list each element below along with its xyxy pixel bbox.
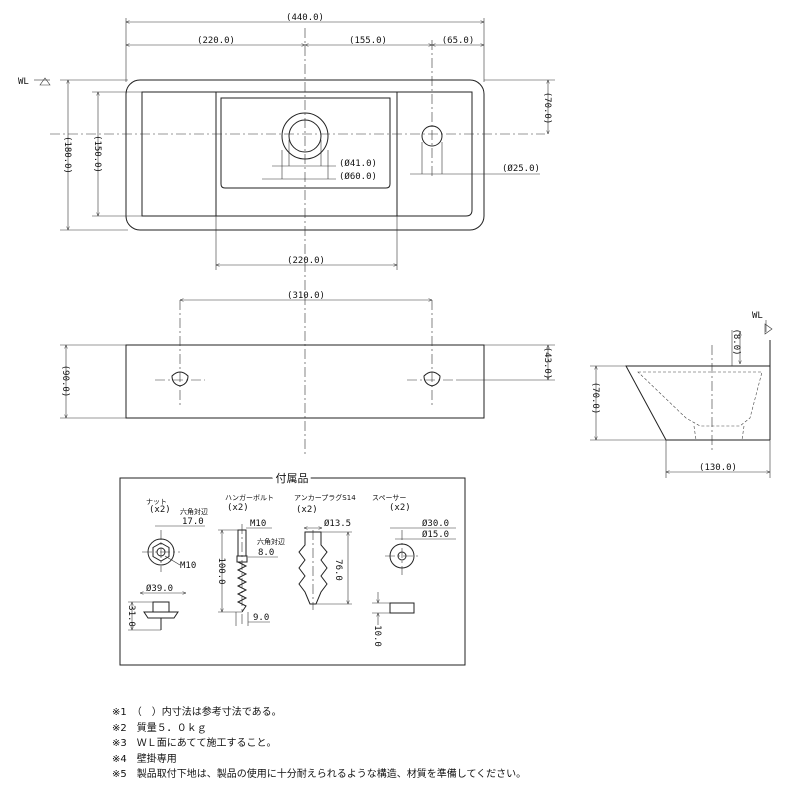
side-dim-offset: (8.0): [731, 328, 741, 355]
anchor-plug-length: 76.0: [333, 559, 343, 581]
anchor-plug-name: アンカープラグS14: [294, 493, 356, 502]
plan-dim-bowl-depth: (150.0): [92, 135, 102, 173]
hanger-bolt-hex-value: 8.0: [258, 548, 274, 558]
hanger-bolt-length: 100.0: [216, 557, 226, 584]
plan-view: (440.0) (220.0) (155.0) (65.0) (220.0) W…: [18, 13, 555, 290]
hanger-bolt-tip: 9.0: [253, 613, 269, 623]
anchor-plug-qty: (x2): [296, 505, 318, 515]
side-basin-hidden: [637, 371, 763, 427]
side-dim-height: (70.0): [590, 382, 600, 415]
spacer-side: [389, 602, 415, 614]
plan-wl-label: WL: [18, 77, 29, 87]
spacer-thickness: 10.0: [372, 625, 382, 647]
wl-triangle-icon: [39, 77, 51, 86]
hanger-bolt-thread: M10: [250, 519, 266, 529]
plan-dim-hole-to-tap: (155.0): [349, 36, 387, 46]
note-2: ※2 質量５．０ｋｇ: [112, 722, 207, 734]
hanger-bolt-thread-zigzag: [236, 561, 248, 613]
spacer-inner-dia: Ø15.0: [422, 529, 449, 540]
rear-dim-height: (90.0): [60, 365, 70, 398]
nut-name: ナット: [146, 498, 167, 506]
accessories-box: 付属品 ナット (x2) 六角対辺 17.0 M10 Ø39.0 31.0: [119, 469, 466, 666]
plan-dim-overall-width: (440.0): [286, 13, 324, 23]
nut-side-hex: [152, 601, 170, 613]
spacer-drawing: スペーサー (x2) Ø30.0 Ø15.0 10.0: [372, 494, 456, 647]
nut-height: 31.0: [126, 605, 136, 627]
plan-dim-drain-inner: (Ø41.0): [339, 158, 377, 169]
nut-flange-dia: Ø39.0: [146, 583, 173, 594]
nut-hex-value: 17.0: [182, 517, 204, 527]
nut-thread: M10: [180, 561, 196, 571]
plan-dim-drain-outer: (Ø60.0): [339, 171, 377, 182]
plan-bowl-basin: [220, 97, 391, 189]
note-3: ※3 ＷＬ面にあてて施工すること。: [112, 738, 277, 749]
rear-dim-mount-height: (43.0): [542, 347, 552, 380]
note-1: ※1 （ ）内寸法は参考寸法である。: [112, 707, 282, 718]
notes-section: ※1 （ ）内寸法は参考寸法である。 ※2 質量５．０ｋｇ ※3 ＷＬ面にあてて…: [112, 705, 772, 783]
plan-dim-tap-offset: (70.0): [542, 92, 552, 125]
hanger-bolt-name: ハンガーボルト: [225, 493, 274, 502]
note-5: ※5 製品取付下地は、製品の使用に十分耐えられるような構造、材質を準備してくださ…: [112, 769, 527, 780]
rear-view: (310.0) (90.0) (43.0): [60, 291, 555, 455]
rear-mount-hole-right: [423, 371, 441, 387]
nut-hex-label: 六角対辺: [180, 507, 208, 516]
side-view: WL (8.0) (70.0) (130.0): [590, 311, 773, 478]
plan-dim-tap-to-edge: (65.0): [442, 36, 475, 46]
nut-side-flange: [143, 611, 179, 619]
hanger-bolt-qty: (x2): [227, 503, 249, 513]
rear-dim-mount-spacing: (310.0): [287, 291, 325, 301]
nut-drawing: ナット (x2) 六角対辺 17.0 M10 Ø39.0 31.0: [126, 498, 208, 631]
side-outline: [625, 365, 770, 441]
anchor-plug-dia: Ø13.5: [324, 518, 351, 529]
side-wl-label: WL: [752, 311, 763, 321]
note-4: ※4 壁掛専用: [112, 753, 177, 765]
hanger-bolt-hex-label: 六角対辺: [257, 537, 285, 546]
anchor-plug-drawing: アンカープラグS14 (x2) Ø13.5 76.0: [294, 493, 356, 610]
hanger-bolt-drawing: ハンガーボルト (x2) M10 六角対辺 8.0 100.0 9.0: [216, 493, 285, 626]
plan-dim-left-width: (220.0): [197, 36, 235, 46]
plan-dim-overall-depth: (180.0): [62, 136, 72, 174]
spacer-name: スペーサー: [372, 494, 406, 502]
plan-dim-tap-hole: (Ø25.0): [502, 163, 540, 174]
spacer-outer-dia: Ø30.0: [422, 518, 449, 529]
nut-qty: (x2): [149, 505, 171, 515]
plan-dim-bowl-width: (220.0): [287, 256, 325, 266]
side-dim-projection: (130.0): [699, 463, 737, 473]
accessories-title: 付属品: [276, 472, 309, 485]
side-wl-triangle-icon: [764, 323, 773, 335]
spacer-qty: (x2): [389, 503, 411, 513]
rear-mount-hole-left: [171, 371, 189, 387]
plan-bowl-rim: [141, 91, 473, 217]
accessories-frame: [119, 477, 466, 666]
